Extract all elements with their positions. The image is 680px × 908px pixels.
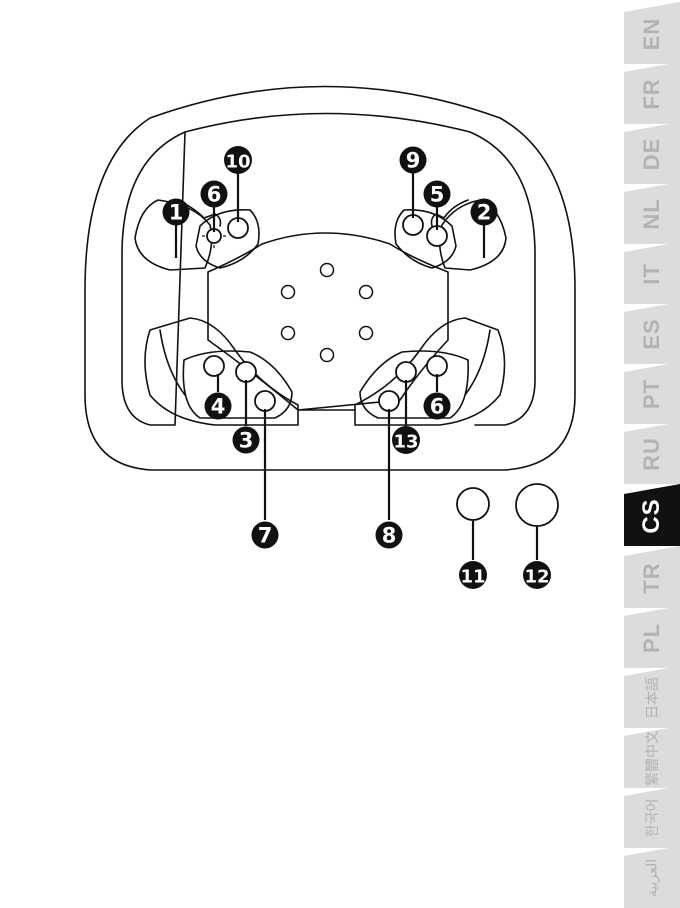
callout-11: 11 xyxy=(459,561,487,589)
svg-text:3: 3 xyxy=(239,429,254,453)
button-13 xyxy=(396,362,416,382)
tab-label: DE xyxy=(639,138,665,171)
button-11 xyxy=(457,488,489,520)
tab-fr[interactable]: FR xyxy=(624,62,680,124)
tab-label: EN xyxy=(639,18,665,51)
tab-label: NL xyxy=(639,199,665,230)
svg-text:12: 12 xyxy=(524,567,549,588)
hub-hole xyxy=(282,286,295,299)
tab-de[interactable]: DE xyxy=(624,122,680,184)
svg-text:13: 13 xyxy=(393,432,418,453)
svg-text:5: 5 xyxy=(430,183,445,207)
tab-ko[interactable]: 한국어 xyxy=(624,786,680,848)
tab-zh[interactable]: 繁體中文 xyxy=(624,726,680,788)
callout-1: 1 xyxy=(163,199,190,226)
callout-6-bottom: 6 xyxy=(424,393,451,420)
tab-label: 한국어 xyxy=(642,799,662,838)
tab-es[interactable]: ES xyxy=(624,302,680,364)
svg-text:10: 10 xyxy=(225,152,250,173)
button-7 xyxy=(255,391,275,411)
svg-text:11: 11 xyxy=(460,567,485,588)
steering-wheel-diagram: 1 2 10 6 9 5 4 3 7 6 13 8 11 12 xyxy=(0,0,624,907)
svg-text:8: 8 xyxy=(382,524,397,548)
svg-text:6: 6 xyxy=(430,395,445,419)
svg-text:9: 9 xyxy=(406,149,421,173)
tab-label: RU xyxy=(639,437,665,471)
svg-text:6: 6 xyxy=(207,183,222,207)
tab-ru[interactable]: RU xyxy=(624,422,680,484)
button-6-bottom xyxy=(427,356,447,376)
wheel-rim-outer xyxy=(85,87,575,471)
hub-hole xyxy=(282,327,295,340)
tab-label: 日本語 xyxy=(642,677,662,719)
tab-ar[interactable]: العربية xyxy=(624,846,680,908)
tab-label: ES xyxy=(639,319,665,350)
callout-10: 10 xyxy=(224,146,252,174)
button-3 xyxy=(236,362,256,382)
tab-it[interactable]: IT xyxy=(624,242,680,304)
tab-en[interactable]: EN xyxy=(624,2,680,64)
callout-4: 4 xyxy=(205,393,232,420)
button-12 xyxy=(516,484,558,526)
left-top-pod xyxy=(196,210,259,268)
callout-9: 9 xyxy=(400,147,427,174)
hub-hole xyxy=(360,286,373,299)
tab-label: FR xyxy=(639,79,665,110)
svg-text:7: 7 xyxy=(258,524,273,548)
tab-label: العربية xyxy=(644,859,661,897)
tab-label: PT xyxy=(639,379,665,409)
callout-13: 13 xyxy=(392,426,420,454)
hub-hole xyxy=(321,349,334,362)
tab-nl[interactable]: NL xyxy=(624,182,680,244)
svg-text:4: 4 xyxy=(211,395,226,419)
callout-3: 3 xyxy=(233,427,260,454)
hub-hole xyxy=(360,327,373,340)
svg-text:2: 2 xyxy=(477,201,492,225)
callout-8: 8 xyxy=(376,522,403,549)
tab-tr[interactable]: TR xyxy=(624,546,680,608)
callout-5: 5 xyxy=(424,181,451,208)
button-4 xyxy=(204,356,224,376)
callout-2: 2 xyxy=(471,199,498,226)
language-tabs: EN FR DE NL IT ES PT RU CS TR PL 日本語 繁體中… xyxy=(624,0,680,907)
button-8 xyxy=(379,391,399,411)
tab-label: CS xyxy=(638,499,666,534)
tab-pt[interactable]: PT xyxy=(624,362,680,424)
tab-label: TR xyxy=(639,563,665,594)
tab-ja[interactable]: 日本語 xyxy=(624,666,680,728)
callout-6-top: 6 xyxy=(201,181,228,208)
svg-text:1: 1 xyxy=(169,201,184,225)
tab-pl[interactable]: PL xyxy=(624,606,680,668)
tab-label: IT xyxy=(639,263,665,285)
callout-7: 7 xyxy=(252,522,279,549)
hub-hole xyxy=(321,264,334,277)
tab-label: 繁體中文 xyxy=(642,730,662,786)
callout-12: 12 xyxy=(523,561,551,589)
tab-label: PL xyxy=(639,623,665,653)
tab-cs[interactable]: CS xyxy=(624,484,680,546)
right-lower-pod xyxy=(360,351,468,418)
